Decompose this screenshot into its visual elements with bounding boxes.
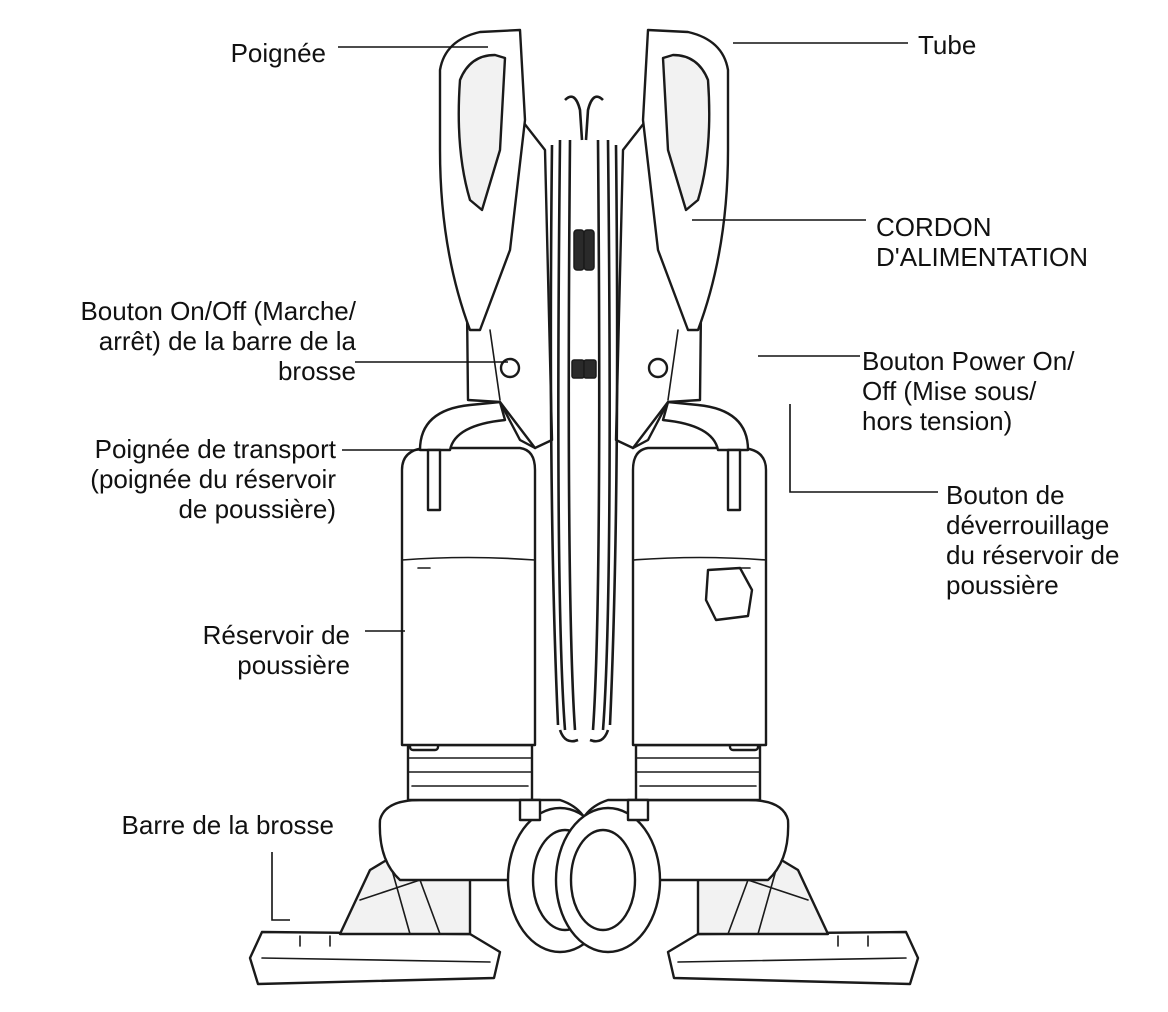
label-barre-brosse: Barre de la brosse bbox=[122, 810, 334, 840]
label-tube: Tube bbox=[918, 30, 976, 60]
label-reservoir: Réservoir de poussière bbox=[203, 620, 350, 680]
label-poignee: Poignée bbox=[231, 38, 326, 68]
leader-barre-brosse bbox=[272, 852, 290, 920]
label-poignee-transport: Poignée de transport (poignée du réservo… bbox=[90, 434, 336, 524]
label-bouton-deverrouillage: Bouton de déverrouillage du réservoir de… bbox=[946, 480, 1119, 600]
vacuum-right-view bbox=[556, 30, 918, 984]
label-cordon: CORDON D'ALIMENTATION bbox=[876, 212, 1088, 272]
release-button-shape bbox=[706, 568, 752, 620]
label-bouton-power: Bouton Power On/ Off (Mise sous/ hors te… bbox=[862, 346, 1074, 436]
label-bouton-brosse: Bouton On/Off (Marche/ arrêt) de la barr… bbox=[80, 296, 356, 386]
